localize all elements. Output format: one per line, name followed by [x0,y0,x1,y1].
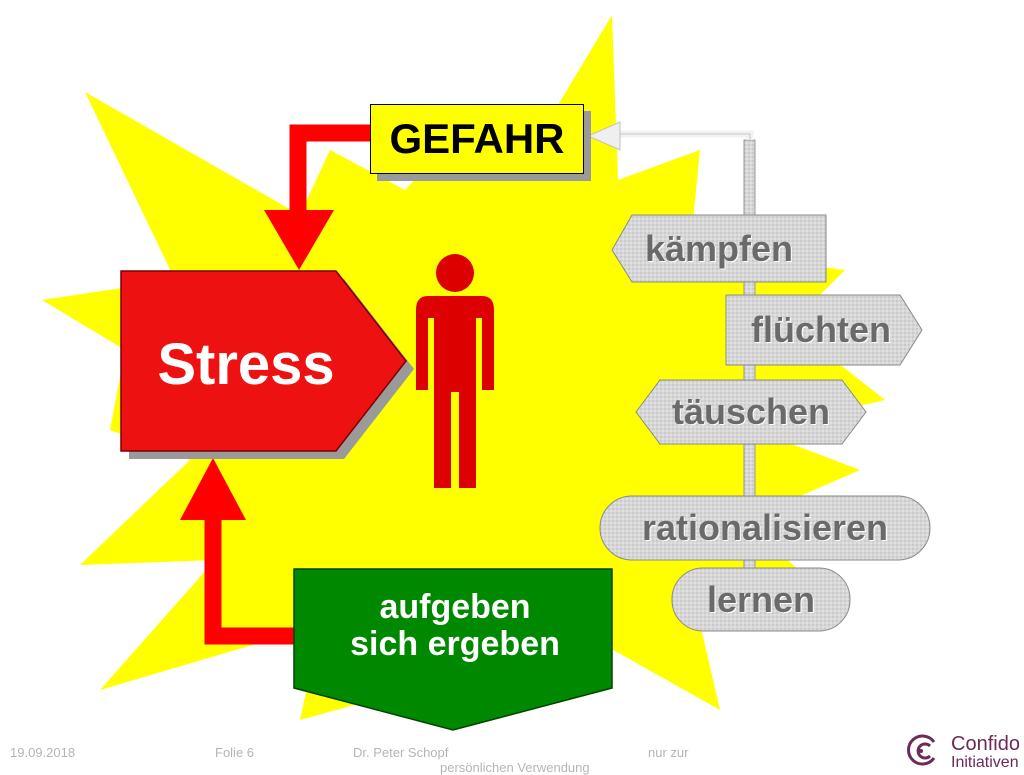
surrender-to-stress-line [204,505,298,645]
surrender-to-stress-arrowhead [180,458,246,520]
footer-slide-number: Folie 6 [215,745,255,760]
surrender-label: aufgeben sich ergeben [305,586,605,666]
surrender-line-1: aufgeben [379,588,531,627]
danger-to-stress-arrowhead [264,210,334,270]
confido-logo-icon [907,734,936,766]
coping-rationalisieren-label: rationalisieren [641,507,889,548]
coping-taeuschen-label: täuschen [671,391,831,432]
surrender-box [293,568,613,731]
surrender-line-2: sich ergeben [350,625,560,663]
coping-lernen-label: lernen [706,578,816,620]
sign-taeuschen [635,379,867,445]
signpost-return-arrowhead [586,121,621,151]
sign-fluechten [725,294,923,366]
logo-text: Confido Initiativen [951,734,1020,772]
person-figure [416,254,494,488]
sign-rationalisieren [599,495,931,561]
footer-note: nur zur [648,745,689,760]
coping-fluechten-label: flüchten [751,309,891,350]
logo-line-2: Initiativen [951,754,1019,771]
footer-author: Dr. Peter Schopf [353,745,449,760]
danger-label: GEFAHR [370,104,584,174]
signpost-return-line [615,130,754,140]
signpost-return-line-edge [615,133,751,140]
footer-date: 19.09.2018 [10,745,76,760]
sign-lernen [671,567,851,632]
logo-line-1: Confido [951,733,1020,755]
stress-box [120,270,407,452]
danger-to-stress-line [289,124,372,215]
sign-kaempfen [611,214,827,283]
coping-kaempfen-label: kämpfen [644,227,794,269]
stress-label: Stress [157,332,335,397]
